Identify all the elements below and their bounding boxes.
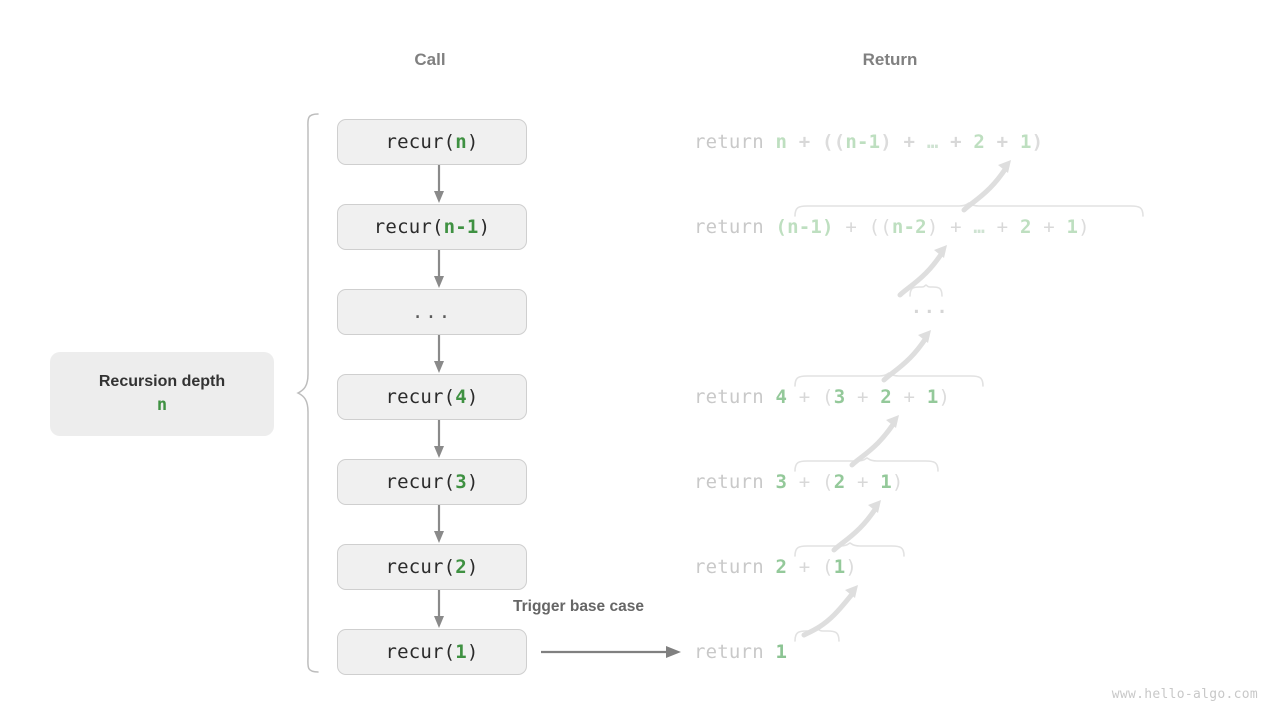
call-arrow-4	[434, 420, 444, 458]
return-curve-arrow-2	[897, 245, 947, 298]
call-arrow-6	[434, 590, 444, 628]
return-expr: 2 + (1)	[775, 556, 857, 578]
return-keyword: return	[694, 556, 764, 578]
return-curve-arrow-1	[961, 160, 1011, 213]
return-line-n-1: return (n-1) + ((n-2) + … + 2 + 1)	[694, 216, 1090, 238]
call-box-text: ...	[411, 301, 453, 323]
return-keyword: return	[694, 216, 764, 238]
recursion-depth-value: n	[156, 395, 168, 415]
return-brace-2	[794, 542, 905, 557]
column-header-call: Call	[414, 50, 446, 69]
call-box-text: recur(1)	[385, 641, 479, 663]
call-box-ellipsis: ...	[337, 289, 527, 335]
return-curve-arrow-3	[881, 330, 931, 383]
column-header-return: Return	[862, 50, 918, 69]
call-box-recur-4[interactable]: recur(4)	[337, 374, 527, 420]
return-ellipsis: ...	[911, 297, 950, 318]
return-brace-ellipsis	[909, 284, 943, 297]
return-keyword: return	[694, 386, 764, 408]
call-arrow-1	[434, 165, 444, 203]
return-expr: 3 + (2 + 1)	[775, 471, 904, 493]
return-line-4: return 4 + (3 + 2 + 1)	[694, 386, 950, 408]
return-line-3: return 3 + (2 + 1)	[694, 471, 904, 493]
call-box-recur-n[interactable]: recur(n)	[337, 119, 527, 165]
call-box-text: recur(n)	[385, 131, 479, 153]
call-box-text: recur(n-1)	[373, 216, 491, 238]
call-arrow-2	[434, 250, 444, 288]
return-line-1: return 1	[694, 641, 787, 663]
return-expr: 4 + (3 + 2 + 1)	[775, 386, 951, 408]
trigger-base-case-arrow	[541, 646, 681, 658]
call-box-recur-3[interactable]: recur(3)	[337, 459, 527, 505]
recursion-depth-title: Recursion depth	[98, 373, 226, 390]
recursion-depth-box: Recursion depth n	[50, 352, 274, 436]
call-box-text: recur(4)	[385, 386, 479, 408]
return-line-n: return n + ((n-1) + … + 2 + 1)	[694, 131, 1043, 153]
return-brace-3	[794, 457, 939, 472]
call-arrow-5	[434, 505, 444, 543]
call-box-recur-n-1[interactable]: recur(n-1)	[337, 204, 527, 250]
trigger-base-case-label: Trigger base case	[513, 598, 644, 615]
return-expr: (n-1) + ((n-2) + … + 2 + 1)	[775, 216, 1090, 238]
return-curve-arrow-5	[831, 500, 881, 553]
return-expr: 1	[775, 641, 788, 663]
return-keyword: return	[694, 131, 764, 153]
call-arrow-3	[434, 335, 444, 373]
return-line-2: return 2 + (1)	[694, 556, 857, 578]
watermark: www.hello-algo.com	[1111, 687, 1258, 702]
return-curve-arrow-4	[849, 415, 899, 468]
call-box-text: recur(3)	[385, 471, 479, 493]
recursion-depth-brace	[296, 113, 319, 673]
call-box-text: recur(2)	[385, 556, 479, 578]
return-curve-arrow-6	[801, 585, 858, 638]
return-keyword: return	[694, 471, 764, 493]
call-box-recur-2[interactable]: recur(2)	[337, 544, 527, 590]
return-keyword: return	[694, 641, 764, 663]
call-box-recur-1[interactable]: recur(1)	[337, 629, 527, 675]
return-expr: n + ((n-1) + … + 2 + 1)	[775, 131, 1044, 153]
